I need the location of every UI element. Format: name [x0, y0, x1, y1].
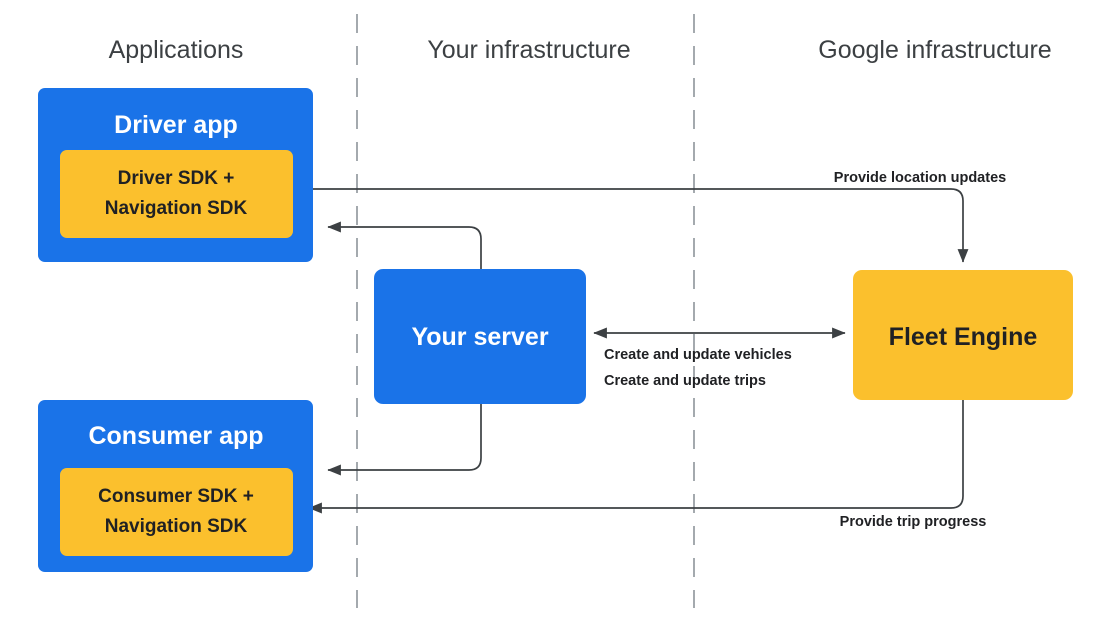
connectors [291, 188, 969, 514]
column-headers: Applications Your infrastructure Google … [109, 36, 1052, 64]
node-driver-app[interactable]: Driver app Driver SDK + Navigation SDK [38, 88, 313, 262]
edge-label-create-and-update-trips: Create and update trips [604, 373, 766, 389]
your-server-box[interactable] [374, 269, 586, 404]
consumer-sdk-label-line-2: Navigation SDK [105, 516, 248, 537]
column-header-your-infrastructure: Your infrastructure [427, 36, 630, 64]
edge-label-provide-trip-progress: Provide trip progress [840, 514, 987, 530]
node-consumer-app[interactable]: Consumer app Consumer SDK + Navigation S… [38, 400, 313, 572]
consumer-sdk-label-line-1: Consumer SDK + [98, 486, 254, 507]
column-header-applications: Applications [109, 36, 244, 64]
driver-sdk-box[interactable] [60, 150, 293, 238]
connector-server-to-consumer-app [327, 404, 482, 476]
consumer-sdk-box[interactable] [60, 468, 293, 556]
edge-label-provide-location-updates: Provide location updates [834, 170, 1006, 186]
edge-labels: Provide location updates Create and upda… [604, 170, 1006, 530]
fleet-engine-title: Fleet Engine [889, 323, 1038, 351]
driver-sdk-label-line-2: Navigation SDK [105, 198, 248, 219]
connector-server-to-driver-app [327, 221, 482, 269]
column-header-google-infrastructure: Google infrastructure [818, 36, 1051, 64]
driver-app-title: Driver app [114, 111, 238, 139]
node-your-server[interactable]: Your server [374, 269, 586, 404]
column-dividers [356, 14, 695, 608]
node-fleet-engine[interactable]: Fleet Engine [853, 270, 1073, 400]
driver-sdk-label-line-1: Driver SDK + [118, 168, 235, 189]
connector-provide-location-updates [291, 188, 969, 263]
your-server-title: Your server [411, 323, 548, 351]
edge-label-create-and-update-vehicles: Create and update vehicles [604, 347, 792, 363]
connector-provide-trip-progress [308, 400, 964, 514]
fleet-engine-box[interactable] [853, 270, 1073, 400]
consumer-app-title: Consumer app [88, 422, 263, 450]
